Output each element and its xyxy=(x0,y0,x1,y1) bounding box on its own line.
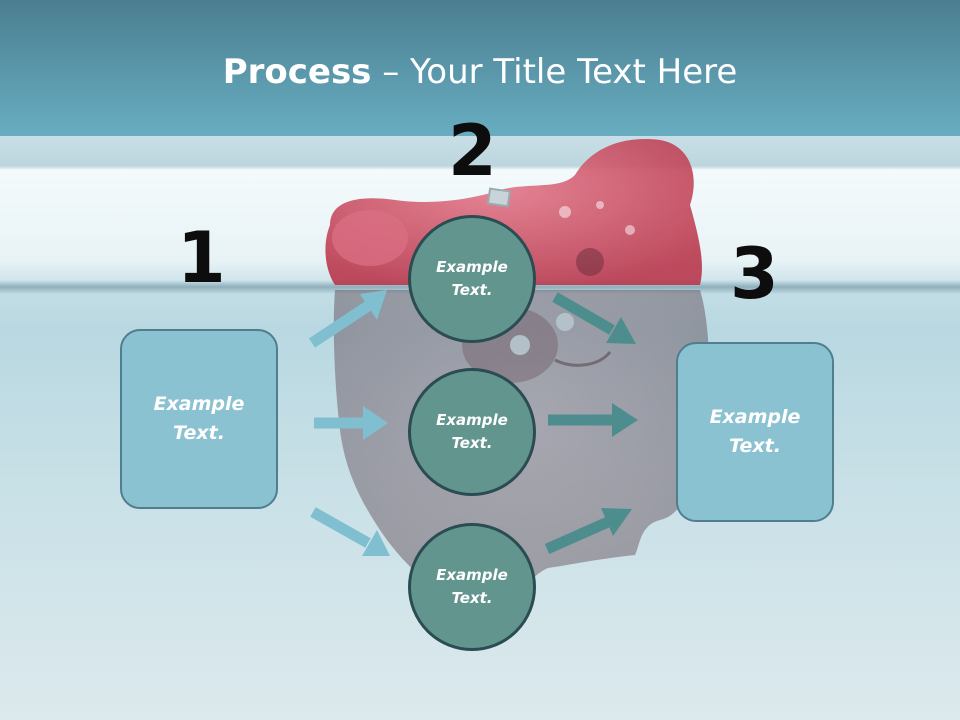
circle-3-line1: Example xyxy=(436,566,508,584)
title-bar xyxy=(0,0,960,136)
step-number-1: 1 xyxy=(177,217,226,299)
circle-1-line1: Example xyxy=(436,258,508,276)
arrow-from-circle-1 xyxy=(552,292,636,344)
arrow-from-circle-3 xyxy=(544,508,632,555)
left-box-line1: Example xyxy=(153,393,245,415)
slide-title: Process – Your Title Text Here xyxy=(0,52,960,92)
arrow-to-circle-2 xyxy=(314,406,388,440)
arrow-from-circle-2 xyxy=(548,403,638,437)
arrow-to-circle-1 xyxy=(308,290,387,348)
piggy-bank-image xyxy=(325,139,709,600)
right-box-line1: Example xyxy=(709,406,801,428)
arrow-to-circle-3 xyxy=(310,507,390,556)
coin-slot xyxy=(486,187,512,208)
right-box: Example Text. xyxy=(676,342,834,522)
circle-2: Example Text. xyxy=(408,368,536,496)
left-box: Example Text. xyxy=(120,329,278,509)
circle-1: Example Text. xyxy=(408,215,536,343)
title-rest: – Your Title Text Here xyxy=(371,52,738,92)
step-number-3: 3 xyxy=(730,233,779,315)
circle-2-line1: Example xyxy=(436,411,508,429)
right-box-line2: Text. xyxy=(729,435,781,457)
title-strong: Process xyxy=(222,52,372,92)
circle-3: Example Text. xyxy=(408,523,536,651)
circle-1-line2: Text. xyxy=(451,281,493,299)
left-box-line2: Text. xyxy=(173,422,225,444)
circle-2-line2: Text. xyxy=(451,434,493,452)
circle-3-line2: Text. xyxy=(451,589,493,607)
step-number-2: 2 xyxy=(448,110,497,192)
